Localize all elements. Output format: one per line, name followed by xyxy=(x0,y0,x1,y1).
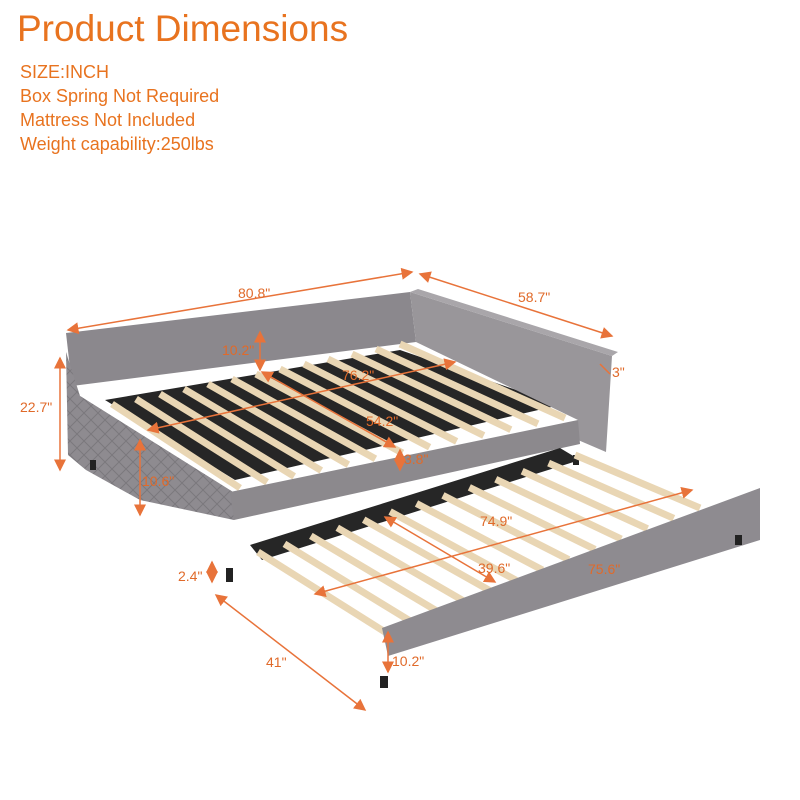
dim-trundle-length: 75.6" xyxy=(588,561,620,577)
caster xyxy=(735,535,742,545)
dim-inner-width: 54.2" xyxy=(366,413,398,429)
dim-overall-height: 22.7" xyxy=(20,399,52,415)
spec-mattress: Mattress Not Included xyxy=(20,110,196,130)
dimension-labels: 80.8" 58.7" 22.7" 10.2" 76.2" 3" 54.2" 3… xyxy=(20,285,625,670)
daybed-frame xyxy=(66,289,618,582)
leg xyxy=(90,460,96,470)
leg xyxy=(226,568,233,582)
dim-arm-thickness: 3" xyxy=(612,364,625,380)
slat xyxy=(110,401,242,491)
dim-trundle-height: 10.2" xyxy=(392,653,424,669)
spec-box-spring: Box Spring Not Required xyxy=(20,86,220,106)
dim-overall-length: 80.8" xyxy=(238,285,270,301)
slat xyxy=(398,340,567,422)
page-title: Product Dimensions xyxy=(17,8,349,49)
dim-trundle-width: 41" xyxy=(266,654,287,670)
caster xyxy=(380,676,388,688)
dim-trundle-inner-length: 74.9" xyxy=(480,513,512,529)
dim-inner-length: 76.2" xyxy=(342,367,374,383)
spec-size: SIZE:INCH xyxy=(20,62,110,82)
spec-list: SIZE:INCH Box Spring Not Required Mattre… xyxy=(20,60,219,156)
dimension-lines xyxy=(54,267,694,711)
dim-back-height: 10.2" xyxy=(222,342,254,358)
dim-overall-width: 58.7" xyxy=(518,289,550,305)
dim-trundle-clearance: 2.4" xyxy=(178,568,202,584)
left-arm-front xyxy=(80,396,234,520)
dim-trundle-inner-width: 39.6" xyxy=(478,560,510,576)
dim-front-height: 10.6" xyxy=(142,473,174,489)
spec-weight: Weight capability:250lbs xyxy=(20,134,214,154)
dim-rail-gap: 3.8" xyxy=(404,451,428,467)
